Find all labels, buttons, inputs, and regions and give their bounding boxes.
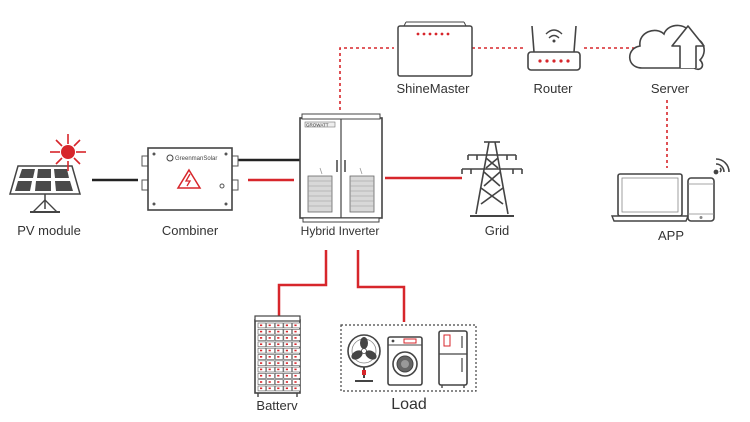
refrigerator-icon	[438, 330, 468, 388]
battery-cell-indicator	[268, 337, 271, 339]
battery-cell-indicator	[260, 374, 263, 377]
battery-label: Batterv	[256, 398, 298, 413]
router-label: Router	[533, 81, 573, 96]
battery-cell-indicator	[285, 387, 288, 390]
battery-cell-indicator	[268, 356, 271, 358]
wifi-signal-icon	[713, 158, 730, 175]
load-group	[340, 324, 477, 392]
washing-machine-icon	[387, 336, 423, 386]
battery-cell-indicator	[260, 330, 263, 333]
app-devices-icon	[610, 158, 730, 222]
battery-cell-indicator	[268, 324, 271, 327]
upload-arrow-icon	[671, 25, 705, 68]
battery-cell-indicator	[294, 343, 297, 345]
battery-cell-indicator	[285, 362, 288, 364]
battery-cell-indicator	[285, 374, 288, 377]
battery-cell-indicator	[294, 368, 297, 371]
battery-cell-indicator	[285, 381, 288, 383]
battery-cell-indicator	[294, 324, 297, 327]
combiner-label: Combiner	[161, 223, 219, 238]
battery-cell-indicator	[277, 362, 280, 364]
inverter-brand-text: GROWATT	[306, 123, 329, 128]
server-cloud-icon	[628, 24, 705, 71]
battery-cell-indicator	[277, 368, 280, 371]
sun-burst-icon	[50, 134, 86, 171]
battery-cell-indicator	[277, 356, 280, 358]
battery-cell-indicator	[277, 374, 280, 377]
battery-cell-indicator	[285, 349, 288, 352]
battery-rack-icon	[254, 315, 301, 397]
battery-cell-indicator	[277, 324, 280, 327]
battery-cell-indicator	[268, 349, 271, 352]
battery-cell-indicator	[294, 337, 297, 339]
battery-cell-indicator	[260, 387, 263, 390]
battery-cell-indicator	[277, 337, 280, 339]
battery-cell-indicator	[260, 349, 263, 352]
battery-cell-indicator	[294, 349, 297, 352]
battery-cell-indicator	[277, 381, 280, 383]
battery-cell-indicator	[294, 330, 297, 333]
battery-cell-indicator	[277, 387, 280, 390]
router-icon	[527, 25, 581, 71]
inverter-to-load-line	[356, 250, 406, 322]
hybrid-inverter-icon: GROWATT	[299, 113, 383, 223]
battery-cell-indicator	[277, 349, 280, 352]
battery-cell-indicator	[277, 330, 280, 333]
connections	[92, 47, 668, 322]
battery-cell-indicator	[260, 356, 263, 358]
fan-icon	[347, 334, 381, 382]
app-label: APP	[657, 228, 685, 243]
grid-tower-icon	[461, 141, 523, 217]
shinemaster-device-icon	[397, 21, 473, 77]
battery-cell-indicator	[260, 324, 263, 327]
inverter-to-battery-line	[277, 250, 328, 318]
battery-cell-indicator	[277, 343, 280, 345]
battery-cell-indicator	[294, 381, 297, 383]
battery-cell-indicator	[260, 381, 263, 383]
battery-cell-indicator	[268, 381, 271, 383]
battery-cell-indicator	[285, 330, 288, 333]
pv-module-label: PV module	[17, 223, 81, 238]
shinemaster-label: ShineMaster	[396, 81, 470, 96]
battery-cell-indicator	[294, 387, 297, 390]
battery-cell-indicator	[285, 324, 288, 327]
combiner-box-icon: GreenmanSolar	[141, 147, 239, 211]
phone-icon	[687, 177, 715, 222]
battery-cell-indicator	[285, 368, 288, 371]
battery-cell-indicator	[268, 374, 271, 377]
battery-cell-indicator	[268, 343, 271, 345]
battery-cell-indicator	[268, 362, 271, 364]
hybrid-inverter-label: Hybrid Inverter	[300, 224, 380, 238]
battery-cell-indicator	[285, 337, 288, 339]
battery-cell-indicator	[260, 343, 263, 345]
battery-cell-indicator	[260, 337, 263, 339]
battery-cell-indicator	[285, 356, 288, 358]
battery-cell-indicator	[294, 362, 297, 364]
battery-cell-indicator	[268, 368, 271, 371]
battery-cell-indicator	[260, 362, 263, 364]
combiner-brand-text: GreenmanSolar	[175, 156, 217, 162]
pv-module-icon	[9, 134, 86, 213]
battery-cell-indicator	[268, 330, 271, 333]
battery-cell-indicator	[294, 374, 297, 377]
battery-cell-indicator	[260, 368, 263, 371]
battery-cell-indicator	[285, 343, 288, 345]
server-label: Server	[650, 81, 690, 96]
load-label: Load	[391, 396, 427, 413]
inverter-to-shinemaster-dotted-line	[339, 47, 394, 110]
battery-cell-indicator	[268, 387, 271, 390]
grid-label: Grid	[484, 223, 510, 238]
battery-cell-indicator	[294, 356, 297, 358]
